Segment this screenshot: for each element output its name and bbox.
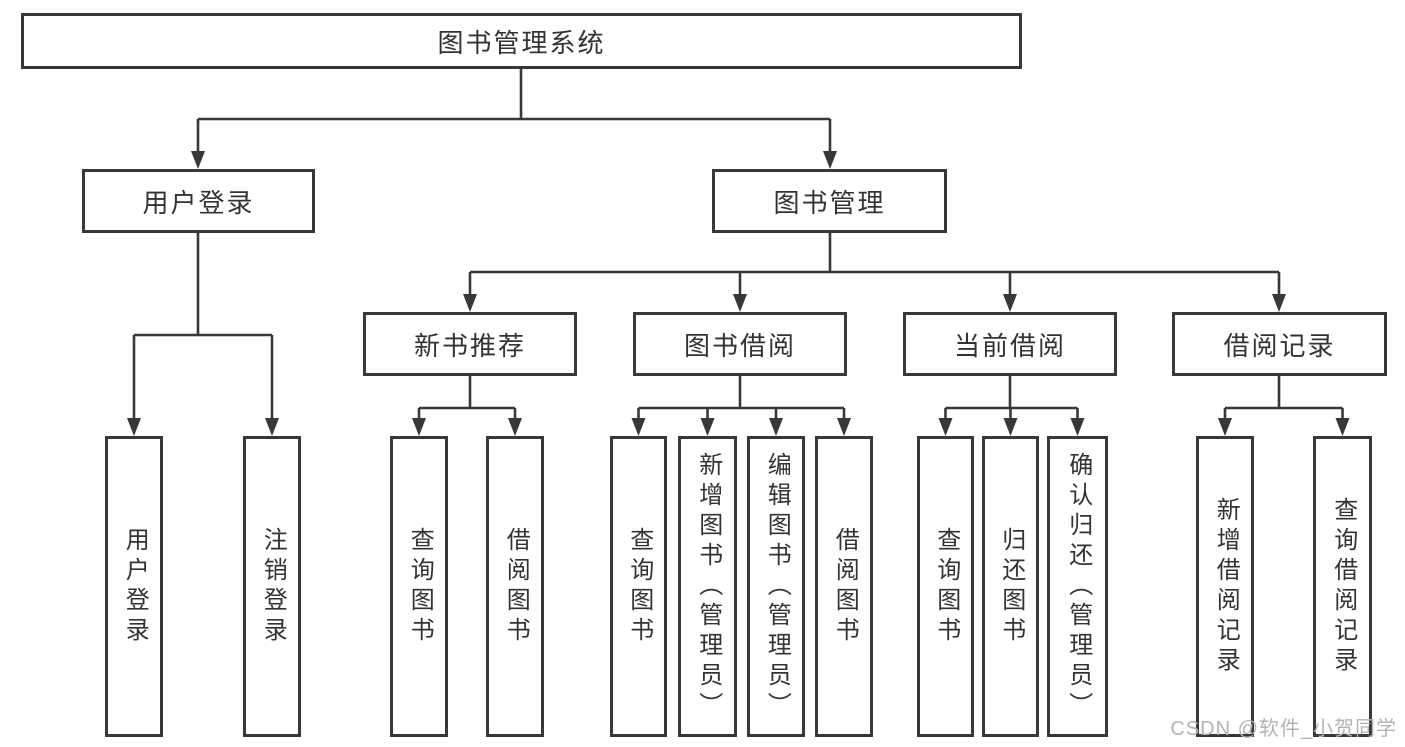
node-book-management: 图书管理 [712, 169, 947, 233]
book-management-branch-connectors [463, 233, 1286, 312]
node-query-borrow-record: 查询借阅记录 [1313, 436, 1372, 737]
node-borrowing-records: 借阅记录 [1172, 312, 1387, 376]
node-borrow-books-recommend-label: 借阅图书 [502, 526, 530, 647]
node-query-books-current: 查询图书 [917, 436, 974, 737]
node-logout: 注销登录 [243, 436, 301, 737]
node-book-management-system: 图书管理系统 [21, 13, 1022, 69]
node-add-borrow-record-label: 新增借阅记录 [1212, 496, 1240, 677]
node-user-login-group: 用户登录 [82, 169, 315, 233]
node-confirm-return-admin: 确认归还（管理员） [1047, 436, 1108, 737]
root-to-level2-connectors [191, 69, 837, 169]
node-borrow-books-recommend: 借阅图书 [486, 436, 544, 737]
node-edit-books-admin-label: 编辑图书（管理员） [763, 451, 791, 722]
csdn-watermark: CSDN @软件_小贺同学 [1170, 718, 1397, 740]
node-return-books: 归还图书 [982, 436, 1039, 737]
borrowing-records-connectors [1218, 376, 1350, 436]
node-edit-books-admin: 编辑图书（管理员） [747, 436, 805, 737]
node-new-book-recommendation: 新书推荐 [363, 312, 577, 376]
node-query-books-current-label: 查询图书 [932, 526, 960, 647]
node-query-books-recommend: 查询图书 [390, 436, 448, 737]
node-add-borrow-record: 新增借阅记录 [1196, 436, 1254, 737]
node-book-borrowing: 图书借阅 [633, 312, 847, 376]
node-query-books-borrowing-label: 查询图书 [625, 526, 653, 647]
node-current-borrowing: 当前借阅 [903, 312, 1117, 376]
node-add-books-admin-label: 新增图书（管理员） [694, 451, 722, 722]
node-query-borrow-record-label: 查询借阅记录 [1329, 496, 1357, 677]
user-login-branch-connectors [127, 233, 279, 436]
current-borrowing-connectors [938, 376, 1085, 436]
new-book-recommendation-connectors [412, 376, 522, 436]
node-add-books-admin: 新增图书（管理员） [678, 436, 737, 737]
node-confirm-return-admin-label: 确认归还（管理员） [1064, 451, 1092, 722]
node-user-login-label: 用户登录 [121, 526, 149, 647]
book-borrowing-connectors [631, 376, 851, 436]
node-logout-label: 注销登录 [259, 526, 287, 647]
node-return-books-label: 归还图书 [997, 526, 1025, 647]
node-query-books-borrowing: 查询图书 [610, 436, 667, 737]
node-user-login: 用户登录 [105, 436, 163, 737]
node-query-books-recommend-label: 查询图书 [406, 526, 434, 647]
node-borrow-books-borrowing: 借阅图书 [815, 436, 873, 737]
node-borrow-books-borrowing-label: 借阅图书 [831, 526, 859, 647]
